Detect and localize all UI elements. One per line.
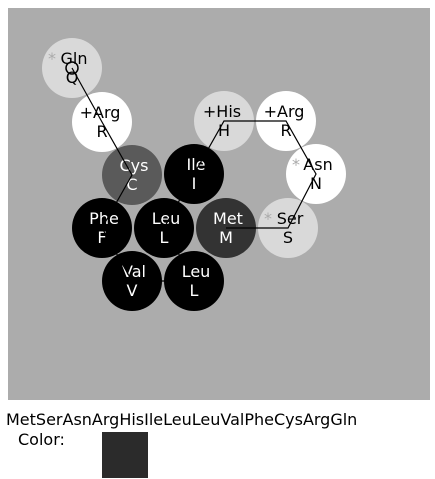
residue-name: Val — [122, 262, 146, 281]
residue-name: +His — [203, 102, 241, 121]
residue-circle[interactable] — [42, 38, 102, 98]
residue-code: H — [218, 121, 230, 140]
residue-name: Met — [213, 209, 243, 228]
residue-name: Cys — [120, 156, 149, 175]
residue-name: +Arg — [80, 103, 121, 122]
residue-name: Leu — [152, 209, 181, 228]
sequence-text: MetSerAsnArgHisIleLeuLeuValPheCysArgGln — [6, 410, 358, 429]
residue-name: +Arg — [264, 102, 305, 121]
fold-diagram[interactable]: *GlnQ+ArgRCysCIleI+HisH+ArgR*AsnNPheFLeu… — [8, 8, 430, 400]
residue-code: S — [283, 228, 293, 247]
residue-name: Ser — [277, 209, 304, 228]
color-label: Color: — [18, 430, 65, 449]
chain-end-marker — [65, 61, 79, 75]
residue-name: Phe — [89, 209, 119, 228]
polar-marker: * — [48, 49, 56, 68]
residue-code: F — [97, 228, 106, 247]
residue-code: R — [96, 122, 107, 141]
polar-marker: * — [292, 155, 300, 174]
backbone-chain — [71, 67, 317, 282]
polar-marker: * — [264, 209, 272, 228]
residue-name: Gln — [61, 49, 88, 68]
residue-code: N — [310, 174, 322, 193]
residue-code: Q — [66, 68, 79, 87]
residue-code: L — [160, 228, 169, 247]
residue-code: I — [192, 174, 197, 193]
residue-code: V — [127, 281, 138, 300]
residue-code: R — [280, 121, 291, 140]
residue-name: Asn — [303, 155, 332, 174]
residue-name: Ile — [186, 155, 205, 174]
residue-name: Leu — [182, 262, 211, 281]
residue-code: C — [126, 175, 137, 194]
residue-code: M — [219, 228, 233, 247]
residue-code: L — [190, 281, 199, 300]
color-swatch[interactable] — [102, 432, 148, 478]
